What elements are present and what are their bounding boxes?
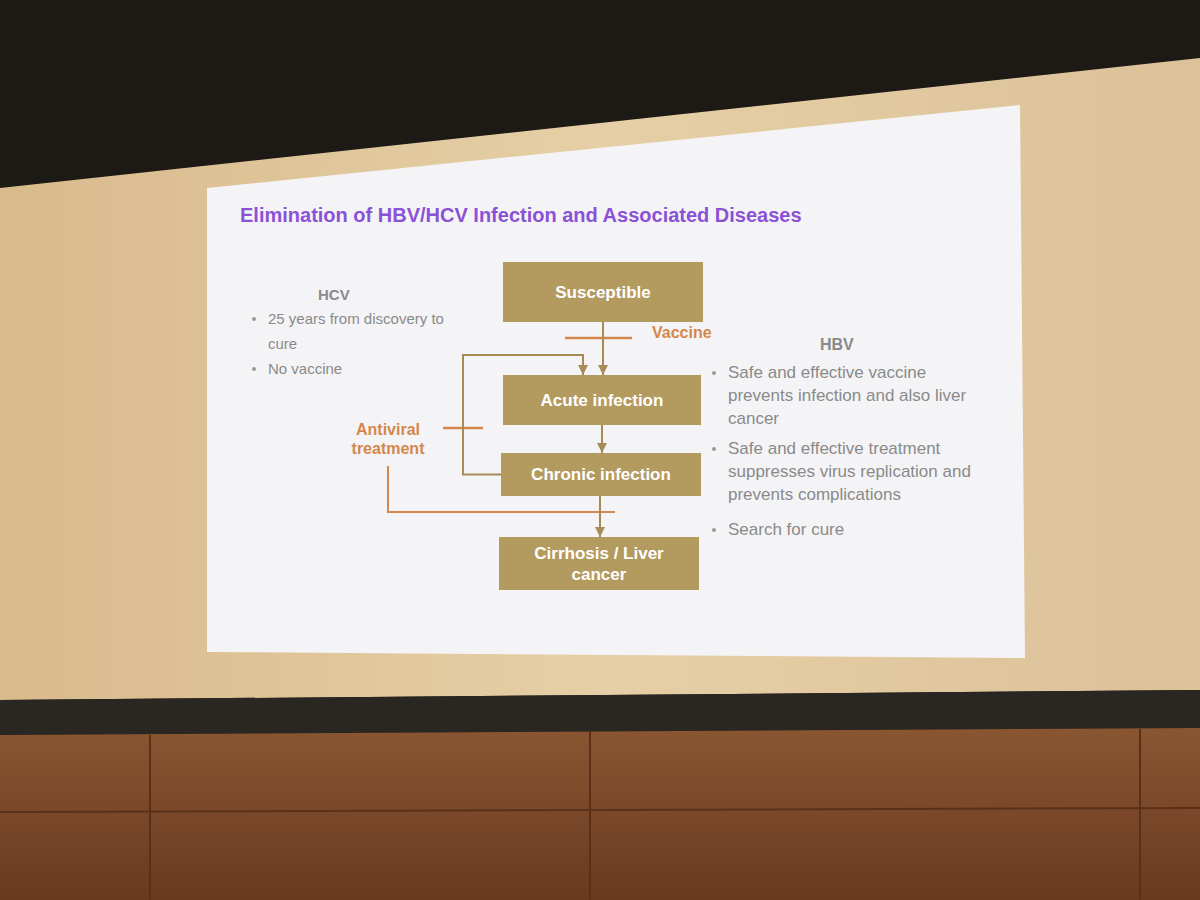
box-label: Chronic infection [531, 464, 671, 485]
intervention-label: Antiviral treatment [343, 420, 433, 458]
wood-seam [149, 735, 151, 900]
projection-screen [0, 58, 1200, 700]
bullet-note: No vaccine [268, 356, 453, 381]
label-wrap: HBV [820, 336, 900, 354]
bullet-item: Search for cure [710, 518, 973, 541]
wood-seam [0, 808, 1200, 812]
bullet-dot [252, 367, 256, 371]
process-box: Acute infection [503, 375, 701, 425]
bullet-dot [712, 447, 716, 451]
screen-bottom-band [0, 690, 1200, 735]
bullet-dot [252, 317, 256, 321]
label-wrap: Vaccine [652, 323, 772, 342]
bullet-note: 25 years from discovery to cure [268, 306, 453, 356]
label-wrap: HCV [318, 286, 398, 303]
flow-arrow [599, 496, 601, 537]
process-box: Susceptible [503, 262, 703, 322]
wood-seam [589, 732, 591, 900]
label-wrap: Antiviral treatment [343, 420, 433, 458]
slide-area [207, 105, 1025, 658]
section-heading: HCV [318, 286, 398, 303]
bullet-note: Search for cure [728, 518, 973, 541]
bullet-dot [712, 371, 716, 375]
bullet-item: 25 years from discovery to cure [250, 306, 453, 356]
box-label: Acute infection [541, 390, 664, 411]
section-heading: HBV [820, 336, 900, 354]
bullet-note: Safe and effective vaccine prevents infe… [728, 361, 968, 430]
bullet-dot [712, 528, 716, 532]
box-label: Susceptible [555, 282, 650, 303]
flow-arrow [601, 425, 603, 453]
wood-panel [0, 728, 1200, 900]
intervention-label: Vaccine [652, 323, 772, 342]
flow-arrow [602, 322, 604, 375]
bullet-item: Safe and effective vaccine prevents infe… [710, 361, 968, 430]
bullet-item: Safe and effective treatment suppresses … [710, 437, 973, 506]
process-box: Chronic infection [501, 453, 701, 496]
process-box: Cirrhosis / Liver cancer [499, 537, 699, 590]
slide-title: Elimination of HBV/HCV Infection and Ass… [240, 204, 802, 227]
bullet-note: Safe and effective treatment suppresses … [728, 437, 973, 506]
bullet-item: No vaccine [250, 356, 453, 381]
vaccine-block-bar [565, 337, 632, 340]
wood-seam [1139, 729, 1141, 900]
box-label: Cirrhosis / Liver cancer [529, 543, 669, 585]
